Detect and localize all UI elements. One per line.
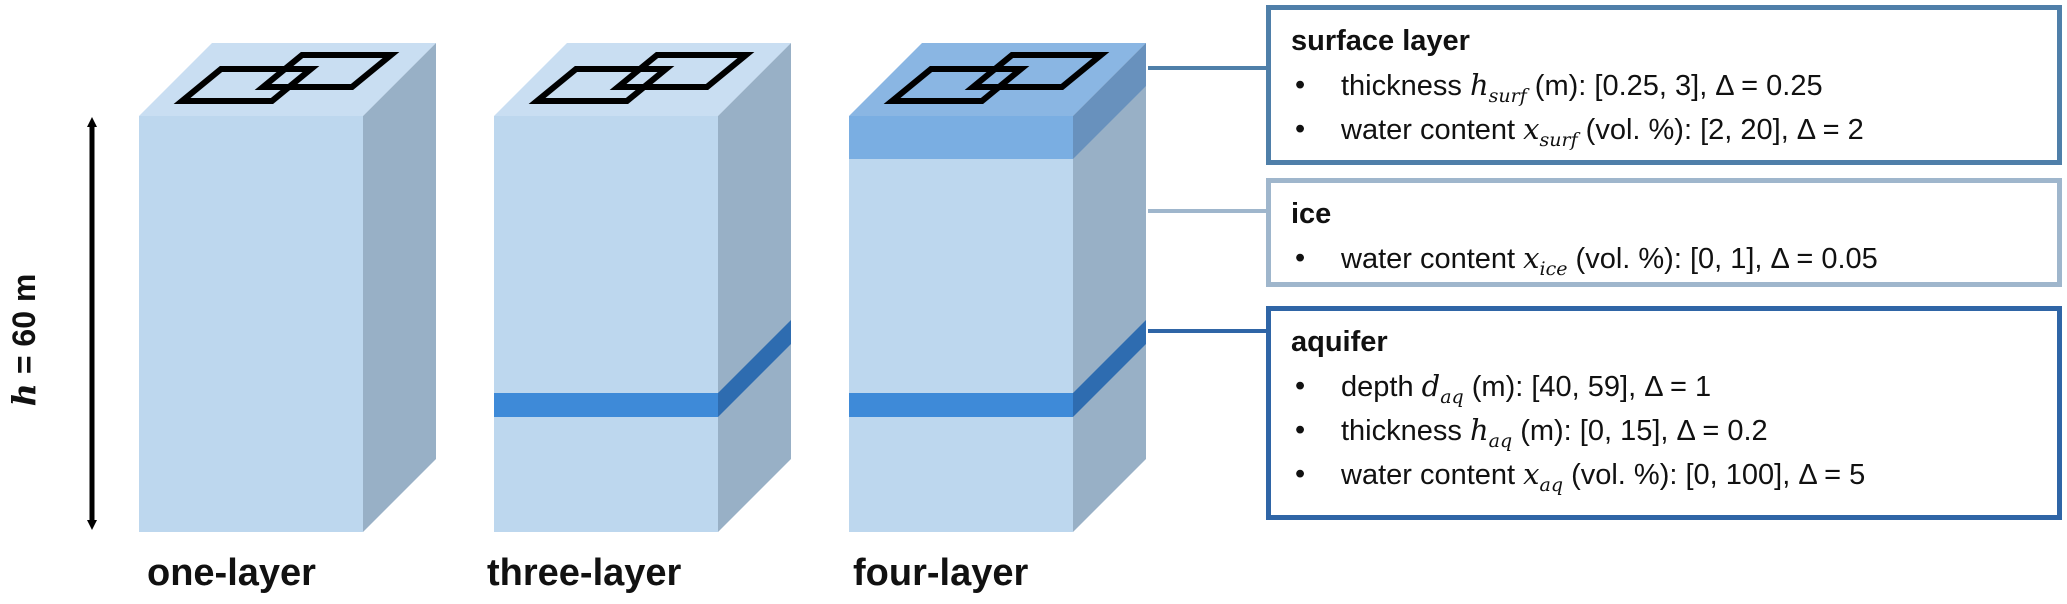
survey-grid-icon	[883, 52, 1110, 104]
surface-layer-param-box: surface layer •thickness hsurf (m): [0.2…	[1266, 5, 2062, 165]
four-layer-block	[849, 43, 1146, 532]
aquifer-title: aquifer	[1291, 326, 1388, 358]
x-surf-symbol: xsurf	[1523, 112, 1578, 151]
block-side-face	[1073, 43, 1146, 532]
x-aq-symbol: xaq	[1523, 457, 1564, 496]
aquifer-side-band	[1073, 320, 1146, 417]
aquifer-water-content-item: •water content xaq (vol. %): [0, 100], Δ…	[1295, 457, 1866, 496]
d-aq-symbol: daq	[1421, 369, 1464, 408]
ice-front-face	[139, 116, 363, 532]
h-surf-symbol: hsurf	[1469, 68, 1527, 107]
h-aq-symbol: haq	[1469, 413, 1513, 452]
block-top-face	[139, 43, 436, 116]
survey-grid-icon	[173, 52, 400, 104]
surface-top-face	[849, 43, 1146, 116]
one-layer-block	[139, 43, 436, 532]
ice-front-face	[849, 116, 1073, 532]
surface-water-content-item: •water content xsurf (vol. %): [2, 20], …	[1295, 112, 1864, 151]
surface-thickness-item: •thickness hsurf (m): [0.25, 3], Δ = 0.2…	[1295, 68, 1823, 107]
x-ice-symbol: xice	[1523, 241, 1568, 280]
four-layer-label: four-layer	[853, 552, 1029, 594]
height-value: = 60 m	[6, 273, 42, 384]
three-layer-label: three-layer	[487, 552, 682, 594]
surface-side-face	[1073, 43, 1146, 159]
block-side-face	[363, 43, 436, 532]
aquifer-front-band	[849, 393, 1073, 417]
ice-title: ice	[1291, 198, 1332, 230]
block-top-face	[494, 43, 791, 116]
height-symbol: h	[5, 383, 43, 407]
one-layer-label: one-layer	[147, 552, 316, 594]
aquifer-param-box: aquifer •depth daq (m): [40, 59], Δ = 1 …	[1266, 306, 2062, 520]
height-label: h = 60 m	[5, 274, 43, 407]
survey-grid-icon	[528, 52, 755, 104]
aquifer-front-band	[494, 393, 718, 417]
surface-layer-title: surface layer	[1291, 25, 1470, 57]
ice-water-content-item: •water content xice (vol. %): [0, 1], Δ …	[1295, 241, 1878, 280]
ice-param-box: ice •water content xice (vol. %): [0, 1]…	[1266, 178, 2062, 287]
aquifer-thickness-item: •thickness haq (m): [0, 15], Δ = 0.2	[1295, 413, 1768, 452]
three-layer-block	[494, 43, 791, 532]
surface-front-band	[849, 116, 1073, 159]
ice-front-face	[494, 116, 718, 532]
aquifer-depth-item: •depth daq (m): [40, 59], Δ = 1	[1295, 369, 1712, 408]
aquifer-side-band	[718, 320, 791, 417]
block-side-face	[718, 43, 791, 532]
